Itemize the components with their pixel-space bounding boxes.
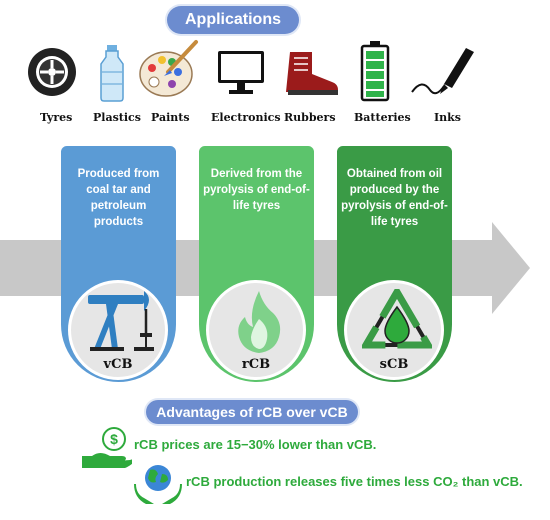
card-scb-text: Obtained from oil produced by the pyroly… — [341, 168, 448, 228]
app-label-inks: Inks — [434, 111, 461, 124]
advantages-title: Advantages of rCB over vCB — [146, 400, 358, 424]
monitor-icon — [218, 51, 264, 94]
boot-icon — [286, 52, 338, 95]
card-rcb-text: Derived from the pyrolysis of end-of-lif… — [203, 168, 310, 212]
bottle-icon — [100, 45, 124, 102]
app-label-electronics: Electronics — [211, 111, 281, 124]
battery-icon — [360, 41, 390, 102]
app-label-rubbers: Rubbers — [284, 111, 336, 124]
earth-hands-icon — [134, 465, 182, 504]
money-hand-icon: $ — [82, 427, 132, 468]
vcb-label: vCB — [103, 357, 133, 372]
tyre-icon — [28, 48, 76, 96]
card-vcb-text: Produced from coal tar and petroleum pro… — [77, 168, 160, 228]
palette-icon — [139, 40, 198, 97]
recycle-drop-icon — [362, 289, 432, 349]
scb-circle: sCB — [344, 280, 444, 380]
pen-icon — [411, 48, 474, 95]
app-label-paints: Paints — [151, 111, 190, 124]
app-label-batteries: Batteries — [354, 111, 411, 124]
applications-title: Applications — [167, 6, 299, 34]
advantage-price: rCB prices are 15−30% lower than vCB. — [134, 437, 377, 452]
flame-icon — [238, 291, 281, 353]
app-label-tyres: Tyres — [40, 111, 73, 124]
rcb-label: rCB — [241, 357, 271, 372]
rcb-circle: rCB — [206, 280, 306, 380]
svg-text:$: $ — [110, 431, 118, 447]
oil-pump-icon — [88, 291, 154, 351]
app-label-plastics: Plastics — [93, 111, 141, 124]
advantage-co2: rCB production releases five times less … — [186, 474, 523, 489]
scb-label: sCB — [379, 357, 409, 372]
vcb-circle: vCB — [68, 280, 168, 380]
